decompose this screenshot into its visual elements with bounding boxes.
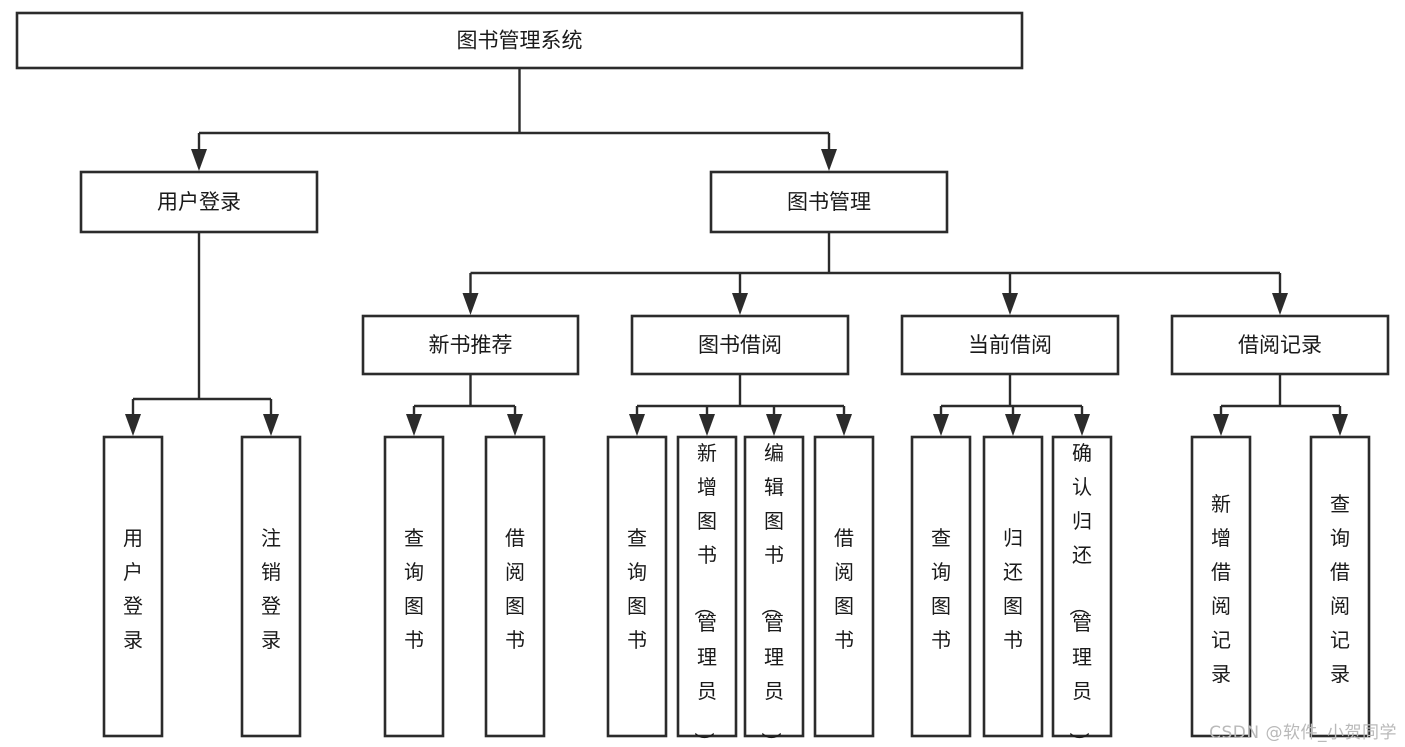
node-label-root: 图书管理系统 bbox=[457, 29, 583, 53]
node-box-fn-borrow-book-rec bbox=[484, 435, 546, 738]
node-box-user-login bbox=[79, 170, 319, 234]
arrow-head-icon bbox=[462, 293, 479, 315]
arrow-head-icon bbox=[1213, 414, 1229, 436]
node-book-borrow[interactable]: 图书借阅 bbox=[630, 314, 850, 376]
arrow-head-icon bbox=[836, 414, 852, 436]
node-box-fn-user-logout bbox=[240, 435, 302, 738]
node-label-fn-add-book: 新增图书（管理员） bbox=[692, 441, 717, 747]
arrow-head-icon bbox=[191, 149, 207, 171]
node-borrow-record[interactable]: 借阅记录 bbox=[1170, 314, 1390, 376]
node-box-fn-return-book bbox=[982, 435, 1044, 738]
edge-group-root bbox=[191, 68, 837, 171]
edge-group-book-manage bbox=[462, 232, 1288, 315]
node-new-book-rec[interactable]: 新书推荐 bbox=[361, 314, 580, 376]
node-label-fn-query-book-borrow: 查询图书 bbox=[627, 526, 647, 652]
arrow-head-icon bbox=[507, 414, 523, 436]
node-label-book-manage: 图书管理 bbox=[787, 190, 871, 214]
node-box-new-book-rec bbox=[361, 314, 580, 376]
node-fn-query-record[interactable]: 查询借阅记录 bbox=[1309, 435, 1371, 738]
node-label-fn-user-logout: 注销登录 bbox=[261, 526, 281, 652]
arrow-head-icon bbox=[1272, 293, 1288, 315]
node-box-borrow-record bbox=[1170, 314, 1390, 376]
connector-layer bbox=[125, 68, 1348, 436]
arrow-head-icon bbox=[1332, 414, 1348, 436]
arrow-head-icon bbox=[933, 414, 949, 436]
edge-group-current-borrow bbox=[933, 374, 1090, 436]
node-box-book-manage bbox=[709, 170, 949, 234]
edge-group-new-book-rec bbox=[406, 374, 523, 436]
arrow-head-icon bbox=[125, 414, 141, 436]
node-box-fn-borrow-book bbox=[813, 435, 875, 738]
node-label-fn-query-book-rec: 查询图书 bbox=[404, 526, 424, 652]
node-user-login[interactable]: 用户登录 bbox=[79, 170, 319, 234]
node-label-borrow-record: 借阅记录 bbox=[1238, 333, 1322, 357]
node-label-fn-return-book: 归还图书 bbox=[1003, 526, 1023, 652]
arrow-head-icon bbox=[629, 414, 645, 436]
node-box-fn-confirm-return bbox=[1051, 435, 1113, 738]
node-fn-edit-book[interactable]: 编辑图书（管理员） bbox=[743, 435, 805, 747]
node-fn-query-book-rec[interactable]: 查询图书 bbox=[383, 435, 445, 738]
node-label-fn-query-book-cur: 查询图书 bbox=[931, 526, 951, 652]
node-fn-query-book-cur[interactable]: 查询图书 bbox=[910, 435, 972, 738]
edge-group-borrow-record bbox=[1213, 374, 1348, 436]
node-fn-query-book-borrow[interactable]: 查询图书 bbox=[606, 435, 668, 738]
arrow-head-icon bbox=[699, 414, 715, 436]
node-label-user-login: 用户登录 bbox=[157, 190, 241, 214]
node-box-book-borrow bbox=[630, 314, 850, 376]
node-box-root bbox=[15, 11, 1024, 70]
node-label-new-book-rec: 新书推荐 bbox=[429, 333, 513, 357]
edge-group-user-login bbox=[125, 232, 279, 436]
node-label-fn-user-login: 用户登录 bbox=[123, 526, 143, 652]
node-label-fn-edit-book: 编辑图书（管理员） bbox=[759, 441, 784, 747]
node-box-fn-query-record bbox=[1309, 435, 1371, 738]
node-book-manage[interactable]: 图书管理 bbox=[709, 170, 949, 234]
arrow-head-icon bbox=[1002, 293, 1018, 315]
node-box-fn-user-login bbox=[102, 435, 164, 738]
node-fn-add-record[interactable]: 新增借阅记录 bbox=[1190, 435, 1252, 738]
node-label-fn-confirm-return: 确认归还（管理员） bbox=[1067, 441, 1092, 747]
node-fn-borrow-book-rec[interactable]: 借阅图书 bbox=[484, 435, 546, 738]
edge-group-book-borrow bbox=[629, 374, 852, 436]
arrow-head-icon bbox=[263, 414, 279, 436]
node-root[interactable]: 图书管理系统 bbox=[15, 11, 1024, 70]
node-fn-add-book[interactable]: 新增图书（管理员） bbox=[676, 435, 738, 747]
node-fn-user-logout[interactable]: 注销登录 bbox=[240, 435, 302, 738]
arrow-head-icon bbox=[406, 414, 422, 436]
arrow-head-icon bbox=[766, 414, 782, 436]
node-label-current-borrow: 当前借阅 bbox=[968, 333, 1052, 357]
node-box-fn-query-book-cur bbox=[910, 435, 972, 738]
node-box-fn-edit-book bbox=[743, 435, 805, 738]
arrow-head-icon bbox=[1005, 414, 1021, 436]
node-label-book-borrow: 图书借阅 bbox=[698, 333, 782, 357]
node-fn-borrow-book[interactable]: 借阅图书 bbox=[813, 435, 875, 738]
node-fn-return-book[interactable]: 归还图书 bbox=[982, 435, 1044, 738]
node-box-fn-add-book bbox=[676, 435, 738, 738]
node-current-borrow[interactable]: 当前借阅 bbox=[900, 314, 1120, 376]
arrow-head-icon bbox=[821, 149, 837, 171]
node-box-fn-query-book-borrow bbox=[606, 435, 668, 738]
node-fn-confirm-return[interactable]: 确认归还（管理员） bbox=[1051, 435, 1113, 747]
node-fn-user-login[interactable]: 用户登录 bbox=[102, 435, 164, 738]
node-label-fn-query-record: 查询借阅记录 bbox=[1330, 492, 1350, 686]
node-layer: 图书管理系统用户登录图书管理新书推荐图书借阅当前借阅借阅记录用户登录注销登录查询… bbox=[15, 11, 1390, 747]
node-label-fn-borrow-book-rec: 借阅图书 bbox=[505, 526, 525, 652]
arrow-head-icon bbox=[732, 293, 748, 315]
node-label-fn-borrow-book: 借阅图书 bbox=[834, 526, 854, 652]
node-box-fn-add-record bbox=[1190, 435, 1252, 738]
csdn-watermark: CSDN @软件_小贺同学 bbox=[1209, 723, 1397, 743]
node-label-fn-add-record: 新增借阅记录 bbox=[1211, 492, 1231, 686]
node-box-current-borrow bbox=[900, 314, 1120, 376]
arrow-head-icon bbox=[1074, 414, 1090, 436]
node-box-fn-query-book-rec bbox=[383, 435, 445, 738]
